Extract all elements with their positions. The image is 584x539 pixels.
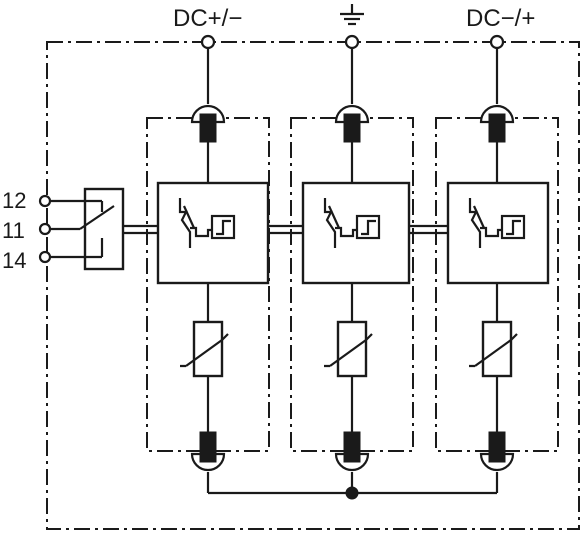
switch-blade [472,205,486,229]
aux-terminal-11[interactable] [38,222,52,236]
varistor-body [192,320,224,378]
top-terminal [344,34,360,50]
thermal-step-icon [506,219,521,236]
switch-blade [327,205,341,229]
plug-pin-top [199,113,217,143]
aux-contact-label-14: 14 [2,248,26,273]
aux-contact-label-12: 12 [2,188,26,213]
plug-pin-top [343,113,361,143]
plug-pin-bottom-fill [488,435,506,463]
aux-terminal-12[interactable] [38,194,52,208]
varistor-slash-end [510,333,518,341]
plug-pin-bottom-fill [343,435,361,463]
enclosure-outline [46,41,580,530]
plug-pin-top [488,113,506,143]
varistor-slash-end [221,333,229,341]
switch-symbol-icon [178,198,192,248]
top-terminal [489,34,505,50]
plug-pin-bottom-fill [199,435,217,463]
thermal-step-icon [361,219,376,236]
varistor-slash-end [365,333,373,341]
earth-ground-icon [340,4,364,26]
terminal-label-dc-plus-minus: DC+/− [173,5,242,32]
switch-blade [182,205,196,229]
aux-contact-block [38,187,158,271]
varistor-slash-icon [469,339,512,368]
thermal-disconnector-box [446,181,550,285]
common-bus [206,472,499,500]
terminal-label-dc-minus-plus: DC−/+ [466,5,535,32]
protection-module-3 [435,34,559,472]
aux-terminal-14[interactable] [38,250,52,264]
thermal-link [480,226,504,238]
thermal-link [190,226,214,238]
switch-symbol-icon [468,198,482,248]
protection-module-2 [290,34,414,472]
junction-dot [345,486,359,500]
varistor-slash-icon [324,339,367,368]
protection-module-1 [146,34,270,472]
thermal-step-icon [216,219,231,236]
top-terminal [200,34,216,50]
varistor-slash-icon [180,339,223,368]
thermal-link [335,226,359,238]
switch-symbol-icon [323,198,337,248]
aux-contact-label-11: 11 [2,218,25,243]
